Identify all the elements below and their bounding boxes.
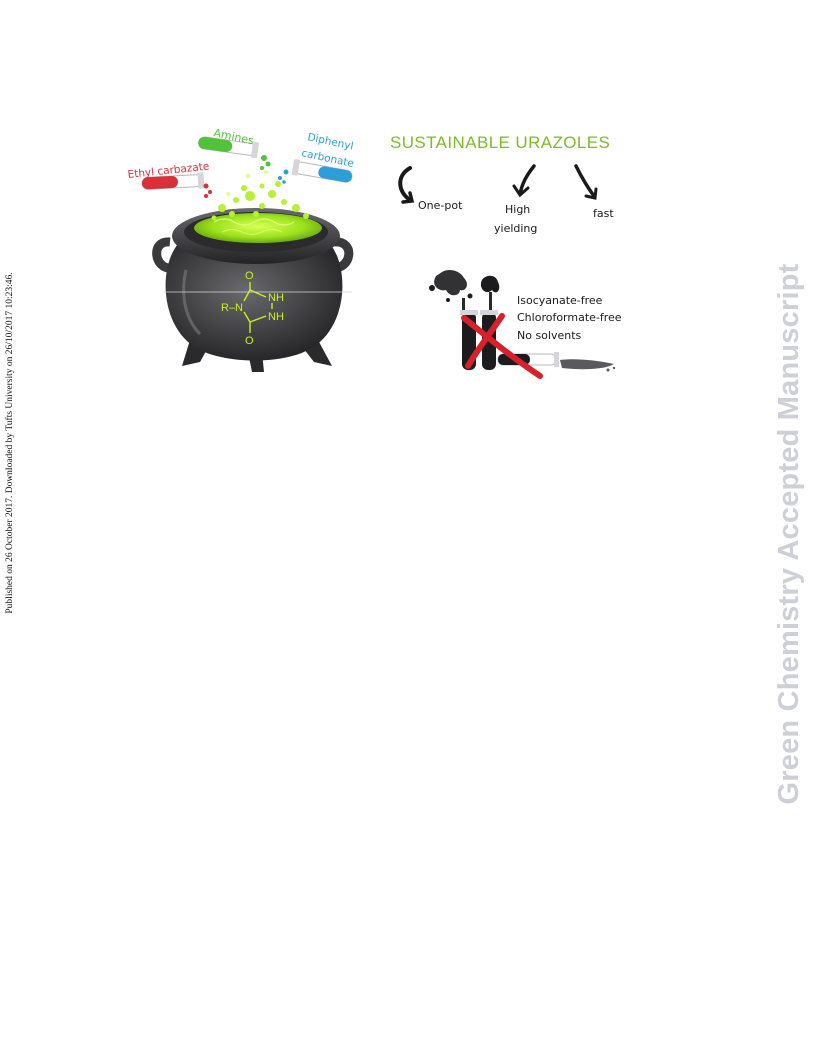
cauldron-icon: [152, 170, 354, 372]
high-label: High: [505, 203, 530, 216]
r-n-label: R–N: [221, 302, 243, 314]
carbonyl-o-top: O: [245, 270, 254, 282]
abstract-title: SUSTAINABLE URAZOLES: [390, 133, 610, 152]
chloroformate-free-label: Chloroformate-free: [517, 311, 622, 324]
one-pot-arrow-icon: [398, 166, 415, 204]
yielding-label: yielding: [494, 222, 537, 235]
fast-label: fast: [593, 207, 614, 220]
carbonyl-o-bottom: O: [245, 335, 254, 347]
high-yielding-arrow-icon: [512, 164, 536, 198]
fast-arrow-icon: [574, 164, 598, 200]
amines-tube-icon: [197, 136, 259, 159]
no-solvents-label: No solvents: [517, 329, 582, 342]
nh-top: NH: [268, 292, 284, 304]
urazole-structure: O NH R–N NH O: [221, 270, 284, 347]
isocyanate-free-label: Isocyanate-free: [517, 294, 603, 307]
one-pot-label: One-pot: [418, 199, 463, 212]
nh-bottom: NH: [268, 311, 284, 323]
diphenyl-carbonate-tube-icon: [291, 159, 353, 183]
ethyl-carbazate-tube-icon: [141, 172, 205, 190]
cross-mark-icon: [461, 313, 543, 379]
smoke-icon: [429, 270, 500, 314]
